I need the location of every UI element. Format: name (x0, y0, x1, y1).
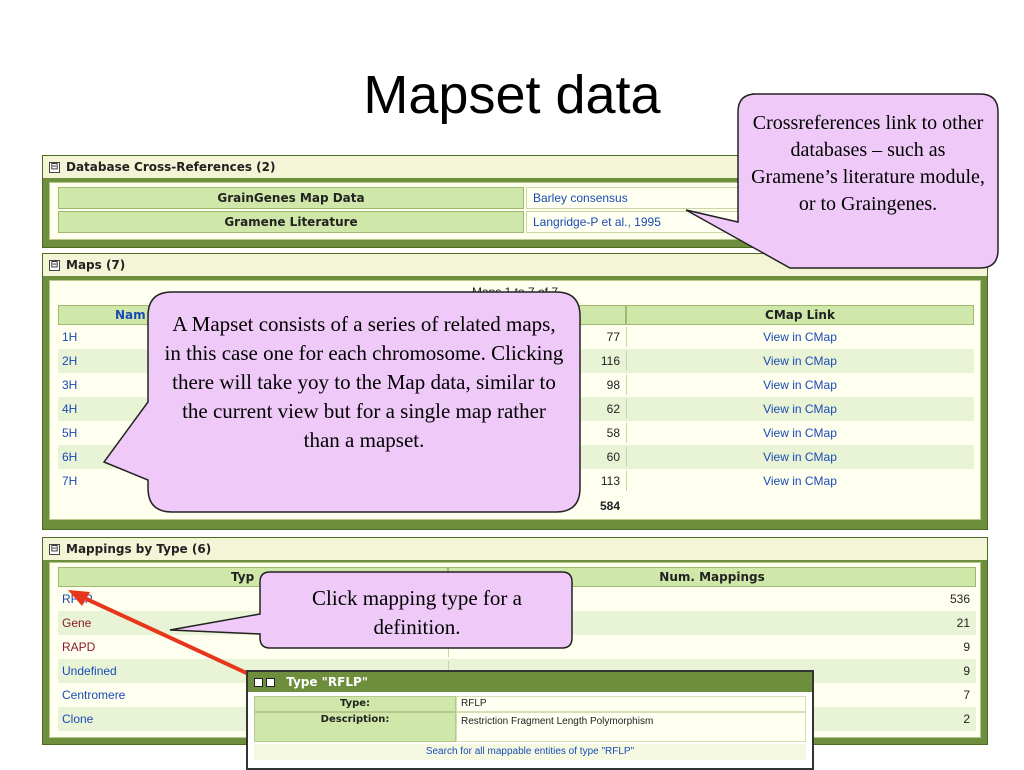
map-count: 58 (606, 426, 620, 440)
map-name-link[interactable]: 2H (62, 354, 78, 368)
cell-divider (626, 423, 627, 443)
cell-divider (626, 399, 627, 419)
cmap-link[interactable]: View in CMap (763, 330, 837, 344)
cell-divider (626, 375, 627, 395)
cmap-link[interactable]: View in CMap (763, 474, 837, 488)
xref-label: GrainGenes Map Data (58, 187, 524, 209)
map-name-link[interactable]: 3H (62, 378, 78, 392)
cell-divider (626, 471, 627, 491)
mapping-type-link[interactable]: Undefined (62, 664, 117, 678)
cmap-link[interactable]: View in CMap (763, 378, 837, 392)
map-name-link[interactable]: 1H (62, 330, 78, 344)
map-count: 116 (600, 354, 620, 368)
mapping-callout-text: Click mapping type for a definition. (312, 586, 522, 639)
mapping-count: 7 (963, 688, 970, 702)
collapse-icon[interactable]: ⊟ (49, 162, 60, 173)
xref-callout-text: Crossreferences link to other databases … (751, 112, 985, 215)
popup-header[interactable]: Type "RFLP" (248, 672, 812, 692)
map-count: 77 (606, 330, 620, 344)
xref-panel-title: Database Cross-References (2) (66, 160, 276, 174)
map-name-link[interactable]: 5H (62, 426, 78, 440)
popup-search-link[interactable]: Search for all mappable entities of type… (254, 744, 806, 760)
cell-divider (626, 351, 627, 371)
map-count: 60 (606, 450, 620, 464)
cell-divider (626, 327, 627, 347)
map-count: 98 (606, 378, 620, 392)
map-name-link[interactable]: 4H (62, 402, 78, 416)
slide-title: Mapset data (363, 65, 661, 125)
map-name-link[interactable]: 6H (62, 450, 78, 464)
mapping-type-link[interactable]: Centromere (62, 688, 126, 702)
cmap-link[interactable]: View in CMap (763, 354, 837, 368)
map-row: 3H 98 View in CMap (58, 373, 974, 397)
maps-col-cmap: CMap Link (626, 305, 974, 325)
maps-col-name-label: Nam (115, 308, 146, 322)
map-count: 113 (600, 474, 620, 488)
collapse-icon[interactable]: ⊟ (49, 544, 60, 555)
maps-caption: Maps 1 to 7 of 7 (471, 285, 559, 299)
popup-desc-label: Description: (254, 712, 456, 742)
type-definition-popup: Type "RFLP" Type: RFLP Description: Rest… (246, 670, 814, 770)
maps-total: 584 (599, 499, 620, 513)
mappings-col-num: Num. Mappings (448, 567, 976, 587)
mapping-count: 9 (963, 640, 970, 654)
popup-title: Type "RFLP" (286, 675, 369, 689)
mapping-type-link[interactable]: RAPD (62, 640, 96, 654)
mapping-count: 21 (956, 616, 970, 630)
collapse-icon[interactable]: ⊟ (49, 260, 60, 271)
map-count: 62 (606, 402, 620, 416)
map-row: 7H 113 View in CMap (58, 469, 974, 493)
mappings-panel-header[interactable]: ⊟ Mappings by Type (6) (43, 538, 987, 560)
mapping-count: 9 (963, 664, 970, 678)
cmap-link[interactable]: View in CMap (763, 426, 837, 440)
mappings-panel-title: Mappings by Type (6) (66, 542, 212, 556)
mapping-count: 536 (949, 592, 970, 606)
xref-label: Gramene Literature (58, 211, 524, 233)
mappings-col-type-label: Typ (231, 570, 255, 584)
mapping-type-link[interactable]: Clone (62, 712, 94, 726)
map-name-link[interactable]: 7H (62, 474, 78, 488)
maps-panel-header[interactable]: ⊟ Maps (7) (43, 254, 987, 276)
mapping-type-link[interactable]: RFLP (62, 592, 93, 606)
map-row: 1H 77 View in CMap (58, 325, 974, 349)
cell-divider (626, 447, 627, 467)
popup-desc-value: Restriction Fragment Length Polymorphism (456, 712, 806, 742)
mapping-type-link[interactable]: Gene (62, 616, 92, 630)
map-row: 5H 58 View in CMap (58, 421, 974, 445)
cmap-link[interactable]: View in CMap (763, 402, 837, 416)
cmap-link[interactable]: View in CMap (763, 450, 837, 464)
popup-type-value: RFLP (456, 696, 806, 712)
popup-collapse-icon[interactable] (266, 678, 275, 687)
maps-panel-title: Maps (7) (66, 258, 126, 272)
mapping-count: 2 (963, 712, 970, 726)
popup-close-icon[interactable] (254, 678, 263, 687)
popup-type-label: Type: (254, 696, 456, 712)
mapset-callout-text: A Mapset consists of a series of related… (164, 312, 564, 452)
